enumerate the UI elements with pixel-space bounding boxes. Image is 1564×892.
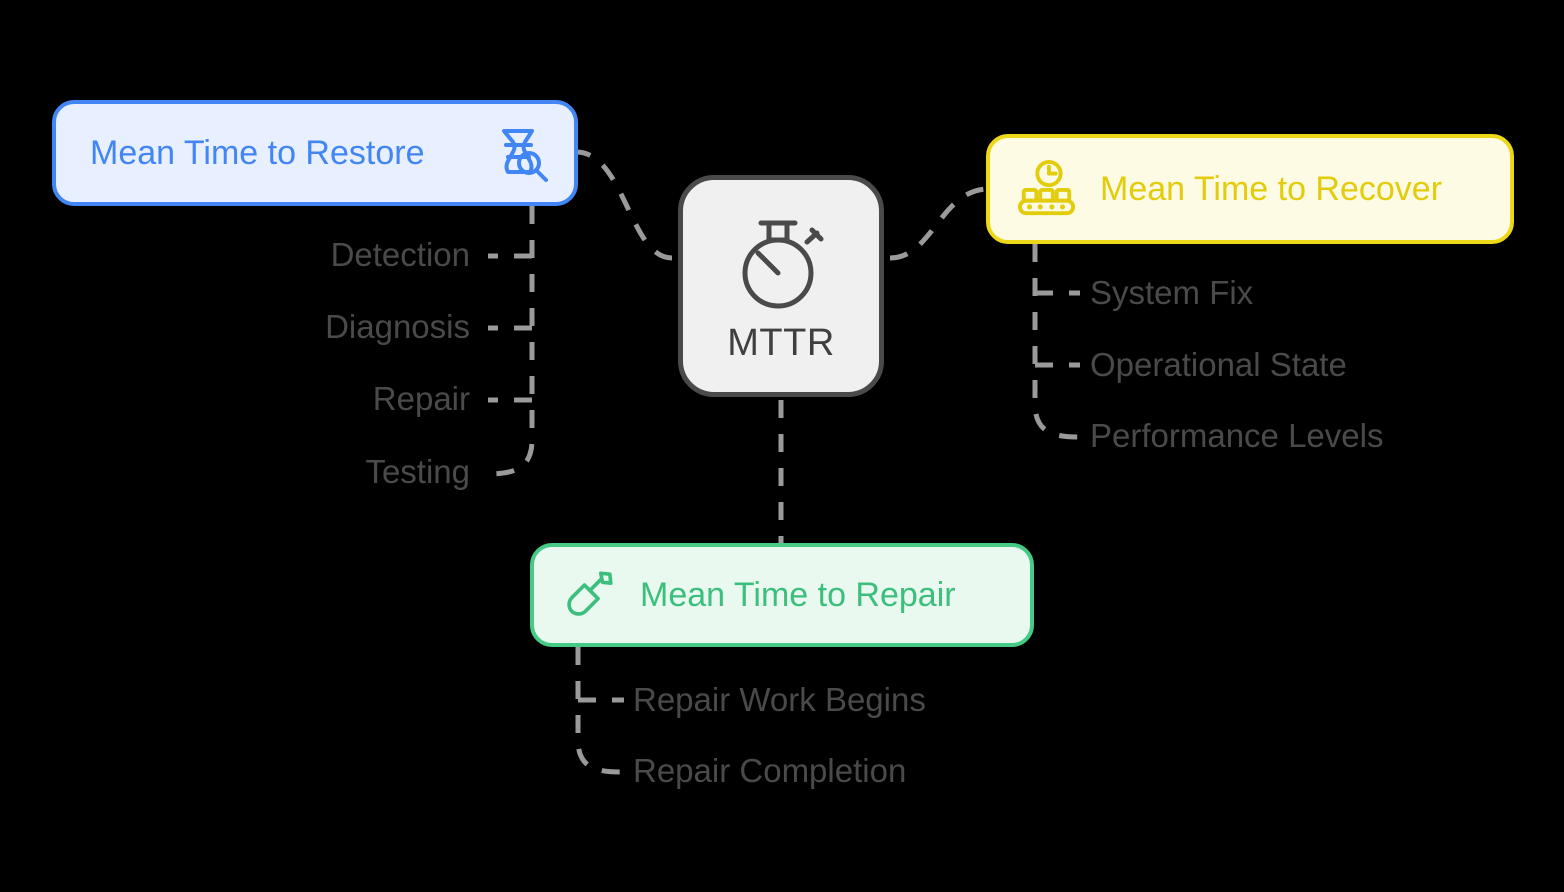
- center-node-mttr[interactable]: MTTR: [678, 175, 884, 397]
- conveyor-clock-icon: [1016, 158, 1078, 220]
- leaf-label-detection: Detection: [330, 236, 470, 273]
- leaf-label-performance-levels: Performance Levels: [1090, 417, 1384, 454]
- leaf-label-system-fix: System Fix: [1090, 274, 1254, 311]
- screwdriver-icon: [560, 566, 618, 624]
- edge-recover-spine: [1032, 244, 1079, 440]
- leaf-label-repair-completion: Repair Completion: [633, 752, 907, 789]
- branch-node-repair[interactable]: Mean Time to Repair: [530, 543, 1034, 647]
- branch-label-restore: Mean Time to Restore: [90, 134, 425, 172]
- edge-restore-spine: [485, 206, 535, 477]
- leaf-label-operational-state: Operational State: [1090, 346, 1347, 383]
- branch-node-restore[interactable]: Mean Time to Restore: [52, 100, 578, 206]
- leaf-label-diagnosis: Diagnosis: [325, 308, 470, 345]
- stopwatch-icon: [733, 211, 829, 320]
- edge-repair-spine: [575, 647, 623, 775]
- branch-node-recover[interactable]: Mean Time to Recover: [986, 134, 1514, 244]
- vase-magnifier-icon: [484, 121, 548, 185]
- edge-center-to-recover: [889, 186, 987, 261]
- leaf-label-repair-work-begins: Repair Work Begins: [633, 681, 926, 718]
- branch-label-recover: Mean Time to Recover: [1100, 170, 1443, 208]
- leaf-label-repair: Repair: [372, 380, 470, 417]
- edge-center-to-restore: [577, 149, 673, 261]
- center-node-label: MTTR: [727, 321, 835, 364]
- branch-label-repair: Mean Time to Repair: [640, 576, 956, 614]
- leaf-label-testing: Testing: [365, 453, 470, 490]
